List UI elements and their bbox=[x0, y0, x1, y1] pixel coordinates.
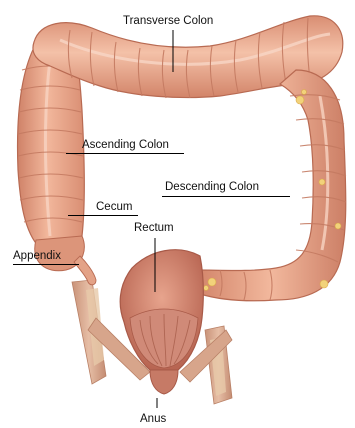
leader-cecum bbox=[68, 215, 138, 216]
label-rectum: Rectum bbox=[134, 222, 174, 235]
label-transverse-colon: Transverse Colon bbox=[123, 15, 213, 28]
leader-ascending-colon bbox=[66, 153, 184, 154]
label-cecum: Cecum bbox=[96, 201, 132, 214]
label-ascending-colon: Ascending Colon bbox=[82, 139, 169, 152]
leader-descending-colon bbox=[162, 196, 290, 197]
label-appendix: Appendix bbox=[13, 250, 61, 263]
leader-appendix bbox=[13, 264, 79, 265]
label-descending-colon: Descending Colon bbox=[165, 181, 259, 194]
label-anus: Anus bbox=[140, 413, 166, 426]
